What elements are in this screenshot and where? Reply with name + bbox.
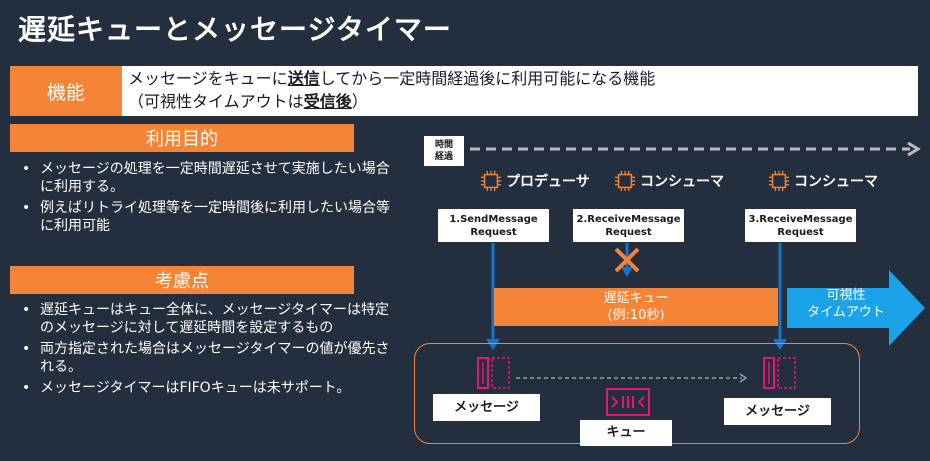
list-item: 両方指定された場合はメッセージタイマーの値が優先される。 — [10, 340, 395, 376]
send-request-box: 1.SendMessage Request — [438, 209, 549, 242]
blocked-receive — [614, 243, 640, 277]
function-line2-post: ） — [351, 92, 368, 111]
function-line-2: （可視性タイムアウトは受信後） — [128, 90, 912, 113]
time-label-line2: 経過 — [434, 152, 453, 162]
message-label-left: メッセージ — [433, 394, 540, 421]
request-label: Request — [470, 227, 517, 238]
purpose-heading: 利用目的 — [10, 124, 354, 152]
request-label: 3.ReceiveMessage — [748, 214, 853, 225]
chip-icon — [768, 170, 790, 192]
message-icon — [477, 357, 510, 389]
receive-arrow — [773, 243, 787, 350]
considerations-list: 遅延キューはキュー全体に、メッセージタイマーは特定のメッセージに対して遅延時間を… — [10, 301, 395, 400]
list-item: 遅延キューはキュー全体に、メッセージタイマーは特定のメッセージに対して遅延時間を… — [10, 301, 395, 337]
function-line1-strong: 送信 — [287, 69, 320, 88]
visibility-timeout-label: 可視性 タイムアウト — [787, 287, 905, 321]
cross-icon — [614, 247, 640, 273]
actor-producer: プロデューサ — [480, 170, 590, 192]
function-description: メッセージをキューに送信してから一定時間経過後に利用可能になる機能 （可視性タイ… — [122, 66, 918, 116]
request-label: 1.SendMessage — [449, 214, 538, 225]
function-line1-pre: メッセージをキューに — [128, 69, 288, 88]
time-label-line1: 時間 — [434, 140, 453, 150]
time-arrow — [470, 142, 921, 156]
visibility-line2: タイムアウト — [807, 305, 885, 320]
function-line2-pre: （可視性タイムアウトは — [128, 92, 304, 111]
message-icon — [763, 357, 796, 389]
visibility-line1: 可視性 — [826, 288, 866, 303]
queue-icon — [606, 388, 650, 416]
actor-label: コンシューマ — [794, 174, 878, 190]
receive-request-box-2: 3.ReceiveMessage Request — [745, 209, 856, 242]
actor-label: コンシューマ — [640, 174, 724, 190]
list-item: 例えばリトライ処理等を一定時間後に利用したい場合等に利用可能 — [10, 199, 390, 235]
function-line2-strong: 受信後 — [303, 92, 352, 111]
send-arrow — [486, 243, 500, 350]
delay-example: (例:10秒) — [607, 308, 665, 323]
delay-queue-bar: 遅延キュー (例:10秒) — [494, 288, 778, 326]
function-line-1: メッセージをキューに送信してから一定時間経過後に利用可能になる機能 — [128, 67, 912, 90]
considerations-heading: 考慮点 — [10, 266, 354, 294]
delay-label: 遅延キュー — [603, 291, 669, 306]
actor-consumer-2: コンシューマ — [768, 170, 878, 192]
message-move-arrow — [516, 373, 748, 383]
page-title: 遅延キューとメッセージタイマー — [18, 13, 452, 46]
receive-request-box-1: 2.ReceiveMessage Request — [573, 209, 684, 242]
function-label: 機能 — [10, 66, 122, 116]
list-item: メッセージタイマーはFIFOキューは未サポート。 — [10, 379, 395, 397]
time-elapsed-label: 時間 経過 — [424, 136, 464, 166]
actor-label: プロデューサ — [506, 174, 590, 190]
list-item: メッセージの処理を一定時間遅延させて実施したい場合に利用する。 — [10, 160, 390, 196]
message-label-right: メッセージ — [724, 398, 831, 425]
actor-consumer-1: コンシューマ — [614, 170, 724, 192]
request-label: Request — [605, 227, 652, 238]
purpose-list: メッセージの処理を一定時間遅延させて実施したい場合に利用する。 例えばリトライ処… — [10, 160, 390, 238]
queue-label: キュー — [580, 420, 672, 446]
chip-icon — [480, 170, 502, 192]
request-label: Request — [777, 227, 824, 238]
function-line1-post: してから一定時間経過後に利用可能になる機能 — [319, 69, 656, 88]
request-label: 2.ReceiveMessage — [576, 214, 681, 225]
chip-icon — [614, 170, 636, 192]
visibility-timeout-arrow — [787, 270, 925, 346]
